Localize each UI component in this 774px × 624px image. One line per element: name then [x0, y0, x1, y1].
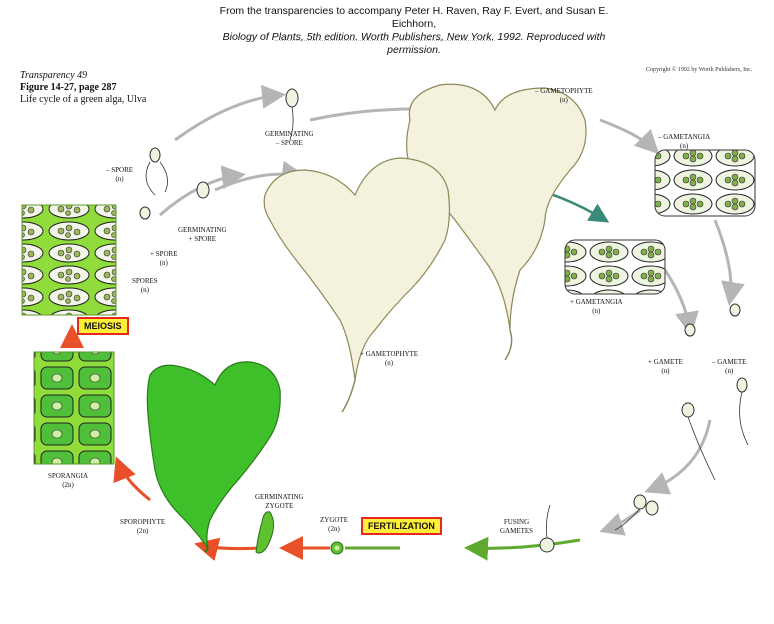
sporangia-label: SPORANGIA(2n): [48, 472, 89, 489]
source-line-1: From the transparencies to accompany Pet…: [219, 5, 609, 30]
figure-number: Figure 14-27, page 287: [20, 82, 117, 93]
arrow-plus-gametangia-to-gamete: [663, 269, 699, 336]
spores-panel: [21, 204, 117, 316]
minus-gametophyte-label: – GAMETOPHYTE(n): [535, 87, 593, 104]
diploid-arrows: [60, 324, 330, 562]
germinating-zygote: [255, 511, 274, 554]
arrow-germinating-to-sporophyte: [194, 537, 261, 562]
arrow-fusing-right: [599, 508, 641, 536]
minus-gametangia-label: – GAMETANGIA(n): [658, 133, 711, 150]
flagella: [145, 106, 749, 539]
minus-gamete-label: – GAMETE(n): [712, 358, 747, 375]
plus-gametangia-cluster: [564, 239, 666, 295]
zygote-label: ZYGOTE(2n): [320, 516, 348, 533]
plus-gametangia-label: + GAMETANGIA(n): [570, 298, 623, 315]
figure-caption: Transparency 49 Figure 14-27, page 287 L…: [20, 70, 146, 106]
arrow-gametophyte-to-gametangia: [599, 118, 660, 155]
plus-spore-label: + SPORE(n): [150, 250, 178, 267]
arrow-gametes-to-fusing: [644, 419, 712, 495]
dotted-divider: [275, 40, 495, 41]
plus-gametophyte-thallus: [263, 157, 451, 381]
sporophyte-label: SPOROPHYTE(2n): [120, 518, 166, 535]
plus-gametophyte-label: + GAMETOPHYTE(n): [360, 350, 419, 367]
fertilization-box: FERTILIZATION: [361, 517, 442, 535]
sporophyte-thallus: [146, 361, 281, 549]
germinating-plus-spore-label: GERMINATING+ SPORE: [178, 226, 227, 243]
sporangia-panel: [33, 351, 115, 465]
minus-spore-label: – SPORE(n): [106, 166, 134, 183]
plus-gamete-label: + GAMETE(n): [648, 358, 683, 375]
copyright-notice: Copyright © 1992 by Worth Publishers, In…: [646, 67, 753, 73]
germinating-minus-spore-label: GERMINATING– SPORE: [265, 130, 314, 147]
meiosis-box: MEIOSIS: [77, 317, 129, 335]
transparency-label: Transparency 49: [20, 70, 88, 81]
arrow-sporophyte-to-sporangia: [113, 456, 151, 502]
arrow-fusing-to-zygote: [464, 536, 581, 561]
small-cells: [139, 88, 748, 553]
arrow-minus-gametangia-to-gamete: [713, 219, 745, 306]
figure-title: Life cycle of a green alga, Ulva: [20, 94, 147, 105]
spores-label: SPORES(n): [132, 277, 158, 294]
minus-gametophyte-thallus: [406, 83, 587, 331]
arrow-spore-to-germinating: [174, 84, 286, 142]
minus-gametangia-cluster: [654, 149, 756, 217]
